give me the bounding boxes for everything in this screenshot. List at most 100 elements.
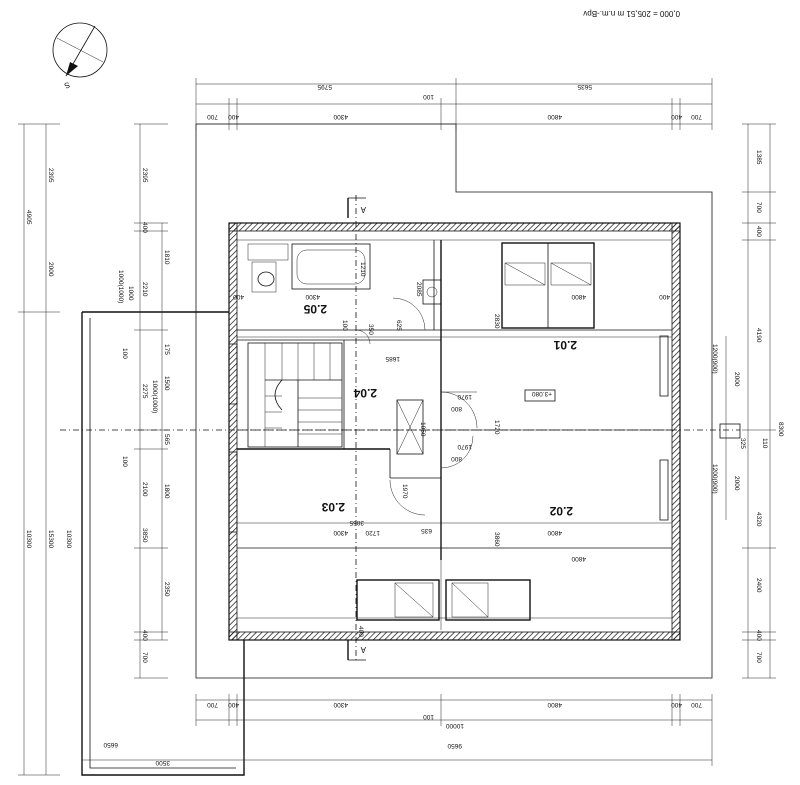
dim-in-18: 1210 (359, 262, 366, 277)
dim-right-15: 700 (755, 652, 762, 663)
room-label-2-03: 2.03 (321, 500, 345, 514)
dim-bot-4: 4800 (547, 701, 562, 708)
dim-right-4: 4190 (755, 328, 762, 343)
dim-top-seg3: 4300 (333, 113, 348, 120)
dim-left-3: 2000 (47, 262, 54, 277)
dim-left-5: 400 (141, 222, 148, 233)
dim-left-14: 1000(1000) (151, 380, 158, 413)
dim-left-4: 2395 (141, 168, 148, 183)
dim-in-4: 1685 (385, 355, 400, 362)
bathroom-shelf (247, 243, 289, 261)
section-label-bottom: A (360, 645, 366, 654)
dim-right-14: 400 (755, 630, 762, 641)
dim-in-1: 4300 (333, 529, 348, 536)
single-bed-right (445, 579, 531, 621)
dim-left-6: 1810 (163, 250, 170, 265)
dim-right-9: 325 (739, 438, 746, 449)
dim-in-12: 1970 (457, 393, 472, 400)
dim-top-seg5: 400 (671, 113, 682, 120)
dim-right-2: 700 (755, 202, 762, 213)
dimension-labels: 5795 5635 100 700 400 4300 4800 400 700 … (25, 83, 784, 766)
dim-left-20: 2350 (163, 582, 170, 597)
dim-left-25: 10300 (65, 530, 72, 548)
dim-bot-6: 700 (691, 701, 702, 708)
exterior-walls (228, 222, 681, 641)
dim-left-21: 400 (141, 630, 148, 641)
windows (228, 335, 741, 533)
dim-bot-9: 9650 (447, 742, 462, 749)
dim-in-5: 3865 (349, 519, 364, 526)
elevation-note-text: 0,000 = 205,51 m n.m.-Bpv (583, 9, 680, 18)
dim-right-12: 4320 (755, 512, 762, 527)
dim-left-23: 10300 (25, 530, 32, 548)
dim-left-19: 3850 (141, 528, 148, 543)
dim-in-6: 635 (421, 527, 432, 534)
dim-left-18: 1800 (163, 484, 170, 499)
dim-in-3: 2830 (493, 314, 500, 329)
dim-left-11: 175 (163, 344, 170, 355)
room-label-2-02: 2.02 (549, 504, 573, 518)
section-marker-bottom: A (347, 640, 366, 661)
dim-top-overall-left: 5795 (317, 83, 332, 90)
dim-left-8: 1000 (127, 286, 134, 301)
dim-right-7: 2000 (733, 372, 740, 387)
dim-right-10: 1200(900) (711, 464, 718, 494)
dim-right-1: 1385 (755, 150, 762, 165)
dim-left-10: 100 (121, 348, 128, 359)
dim-in-23: 400 (659, 293, 670, 300)
level-tag: +3.080 (524, 389, 556, 402)
dim-in-19: 100 (341, 320, 348, 331)
dim-in-24: 1050 (419, 422, 426, 437)
dim-in-8: 4800 (571, 293, 586, 300)
dim-in-26: 1720 (365, 529, 380, 536)
washbasin (422, 279, 442, 305)
dim-right-13: 2400 (755, 578, 762, 593)
level-tag-text: +3.080 (532, 390, 552, 397)
section-marker-top: A (347, 197, 366, 218)
dim-left-7: 1000(1000) (117, 270, 124, 303)
dim-in-13: 1970 (457, 443, 472, 450)
dim-in-16: 800 (451, 455, 462, 462)
dim-in-15: 800 (451, 405, 462, 412)
dim-top-seg2: 400 (228, 113, 239, 120)
dim-left-13: 1500 (163, 376, 170, 391)
door-swings (355, 297, 478, 516)
section-label-top: A (360, 205, 366, 214)
toilet (251, 261, 277, 293)
dim-right-5: 8300 (777, 422, 784, 437)
dim-left-15: 565 (163, 434, 170, 445)
dim-bot-10: 3500 (155, 759, 170, 766)
staircase (247, 342, 343, 448)
room-label-2-05: 2.05 (303, 302, 327, 316)
dim-right-11: 2000 (733, 476, 740, 491)
dim-in-25: 400 (357, 626, 364, 637)
elevation-note: 0,000 = 205,51 m n.m.-Bpv (583, 9, 680, 18)
dim-in-14: 1970 (401, 484, 408, 499)
dim-in-9: 4800 (571, 555, 586, 562)
single-bed-left (356, 579, 440, 621)
room-label-2-01: 2.01 (553, 338, 577, 352)
dim-in-7: 4300 (305, 293, 320, 300)
dim-right-6: 1200(900) (711, 344, 718, 374)
north-arrow-icon: S (52, 22, 108, 90)
bathtub (291, 243, 371, 290)
dim-top-seg6: 700 (691, 113, 702, 120)
dim-in-10: 1720 (493, 420, 500, 435)
dim-right-8: 110 (761, 438, 768, 449)
dim-in-2: 4800 (547, 529, 562, 536)
interior-walls (237, 239, 672, 630)
roof-outline (195, 123, 713, 679)
dim-left-12: 2275 (141, 384, 148, 399)
dim-left-1: 4905 (25, 210, 32, 225)
dim-bot-1: 700 (207, 701, 218, 708)
dim-bot-7: 100 (423, 713, 434, 720)
dim-left-2: 2395 (47, 168, 54, 183)
dim-bot-11: 6650 (103, 741, 118, 748)
dim-right-3: 400 (755, 226, 762, 237)
dim-left-22: 700 (141, 652, 148, 663)
dim-top-seg1: 700 (207, 113, 218, 120)
dim-top-overall-right: 5635 (577, 83, 592, 90)
dim-bot-2: 400 (228, 701, 239, 708)
dim-in-22: 400 (233, 293, 244, 300)
